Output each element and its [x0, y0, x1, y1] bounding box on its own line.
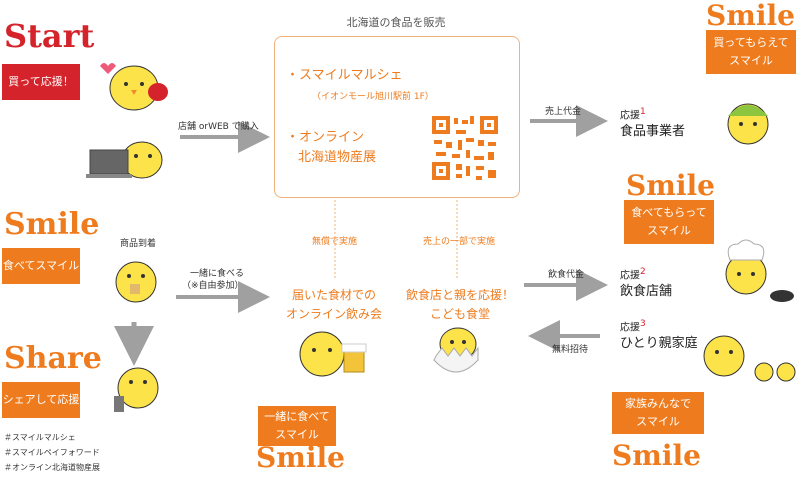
buy-label: 店舗 orWEB で購入: [178, 122, 259, 132]
event-kids-cafeteria: 飲食店と親を応援！ こども食堂: [400, 286, 520, 324]
label-part-sales: 売上の一部で実施: [423, 237, 496, 247]
dest2-support: 応援: [620, 270, 640, 282]
dest3-index: 3: [640, 319, 646, 329]
event-online-party: 届いた食材での オンライン飲み会: [274, 286, 394, 324]
smile-right1-bubble-line2: スマイル: [729, 54, 773, 67]
center-title: 北海道の食品を販売: [346, 16, 446, 29]
smile-right1-title: Smile: [706, 0, 795, 32]
buy-support-bubble: 買って応援！: [2, 64, 80, 100]
dest1-index: 1: [640, 107, 646, 117]
share-support-bubble: シェアして応援: [2, 382, 80, 418]
start-title: Start: [4, 17, 95, 55]
smile-right3-title: Smile: [612, 439, 701, 472]
event1-line1: 届いた食材での: [291, 288, 376, 302]
dest2-index: 2: [640, 267, 646, 277]
dest3-name: ひとり親家庭: [620, 335, 698, 351]
item-smile-marche: ・スマイルマルシェ: [286, 68, 403, 83]
event1-line2: オンライン飲み会: [285, 307, 382, 322]
smile-right3-bubble-line2: スマイル: [636, 415, 680, 428]
hashtag-1: ＃スマイルマルシェ: [4, 433, 76, 442]
smile-right2-bubble-line1: 食べてもらって: [631, 206, 707, 220]
dest-food-business: 応援1 食品事業者: [620, 106, 685, 140]
share-title: Share: [4, 341, 102, 376]
dest3-support: 応援: [620, 322, 640, 334]
label-eat-together: 一緒に食べる: [190, 269, 245, 279]
smile-right3-bubble: 家族みんなで スマイル: [612, 392, 704, 434]
smile-right1-bubble-line1: 買ってもらえて: [713, 36, 789, 50]
dest-restaurant: 応援2 飲食店舗: [620, 266, 672, 300]
label-free: 無償で実施: [312, 237, 358, 247]
item-online: ・オンライン: [286, 130, 365, 145]
smile-left-title: Smile: [4, 207, 100, 242]
event2-line1: 飲食店と親を応援！: [405, 288, 514, 302]
smile-right2-bubble: 食べてもらって スマイル: [624, 200, 714, 244]
smile-bottom-left-title: Smile: [256, 441, 345, 474]
eat-together-bubble: 一緒に食べて スマイル: [258, 406, 336, 446]
item-smile-marche-location: （イオンモール旭川駅前 1F）: [312, 92, 434, 102]
label-eat-together-note: （※自由参加）: [182, 281, 244, 291]
label-arrival: 商品到着: [120, 239, 157, 249]
dest1-support: 応援: [620, 110, 640, 122]
hashtag-list: ＃スマイルマルシェ ＃スマイルペイフォワード ＃オンライン北海道物産展: [4, 430, 100, 476]
eat-together-bubble-line2: スマイル: [275, 428, 319, 441]
smile-right3-bubble-line1: 家族みんなで: [625, 397, 691, 411]
eat-smile-bubble: 食べてスマイル: [2, 248, 80, 284]
label-sales-proceeds: 売上代金: [545, 107, 582, 117]
dest-single-parent: 応援3 ひとり親家庭: [620, 318, 698, 352]
smile-right1-bubble: 買ってもらえて スマイル: [706, 30, 796, 74]
item-hokkaido-fair: 北海道物産展: [298, 150, 377, 165]
event2-line2: こども食堂: [429, 307, 490, 322]
dest1-name: 食品事業者: [620, 123, 686, 139]
dest2-name: 飲食店舗: [620, 283, 673, 299]
hashtag-3: ＃オンライン北海道物産展: [4, 463, 100, 473]
smile-right2-bubble-line2: スマイル: [647, 224, 691, 237]
label-free-invite: 無料招待: [552, 345, 589, 355]
label-food-fee: 飲食代金: [548, 270, 585, 280]
eat-together-bubble-line1: 一緒に食べて: [264, 410, 330, 424]
sales-channel-box: [274, 36, 520, 198]
smile-right2-title: Smile: [626, 169, 715, 202]
hashtag-2: ＃スマイルペイフォワード: [4, 448, 100, 458]
